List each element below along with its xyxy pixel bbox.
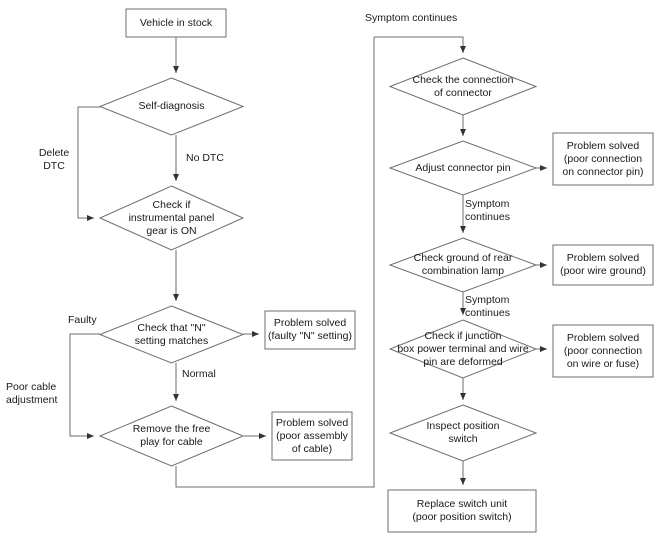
node-inspect-position-switch[interactable]	[388, 404, 538, 462]
node-solved-connector-pin[interactable]	[552, 132, 654, 186]
edge-freeplay-to-symptom-continues	[175, 37, 375, 488]
edge-poor-cable-loop	[69, 333, 100, 439]
node-check-connector[interactable]	[388, 57, 538, 116]
edge-label-no-dtc: No DTC	[186, 152, 224, 164]
node-solved-wire-ground[interactable]	[552, 244, 654, 286]
node-solved-cable-assembly[interactable]	[271, 411, 353, 461]
edge-label-symptom-continues-1: Symptom continues	[465, 198, 510, 223]
edge-label-symptom-continues-top: Symptom continues	[365, 12, 458, 24]
edge-label-poor-cable-adjustment: Poor cable adjustment	[6, 381, 58, 406]
node-solved-n-setting[interactable]	[264, 310, 356, 350]
edge-label-symptom-continues-2: Symptom continues	[465, 294, 510, 319]
node-adjust-connector-pin[interactable]	[388, 140, 538, 196]
node-replace-switch-unit[interactable]	[387, 489, 537, 533]
node-check-panel-gear[interactable]	[98, 185, 245, 251]
node-remove-free-play[interactable]	[98, 405, 245, 467]
edge-label-faulty: Faulty	[68, 314, 97, 326]
node-check-n-setting[interactable]	[98, 305, 245, 364]
edge-delete-dtc-loop	[77, 106, 100, 221]
node-check-ground-lamp[interactable]	[388, 237, 538, 293]
edge-symptom-to-checkconnector	[374, 36, 466, 53]
node-check-junction-box[interactable]	[388, 319, 538, 379]
node-vehicle-in-stock[interactable]	[125, 8, 227, 38]
node-self-diagnosis[interactable]	[98, 77, 245, 136]
edge-label-normal: Normal	[182, 368, 216, 380]
edge-label-delete-dtc: Delete DTC	[38, 147, 70, 172]
node-solved-wire-fuse[interactable]	[552, 324, 654, 378]
